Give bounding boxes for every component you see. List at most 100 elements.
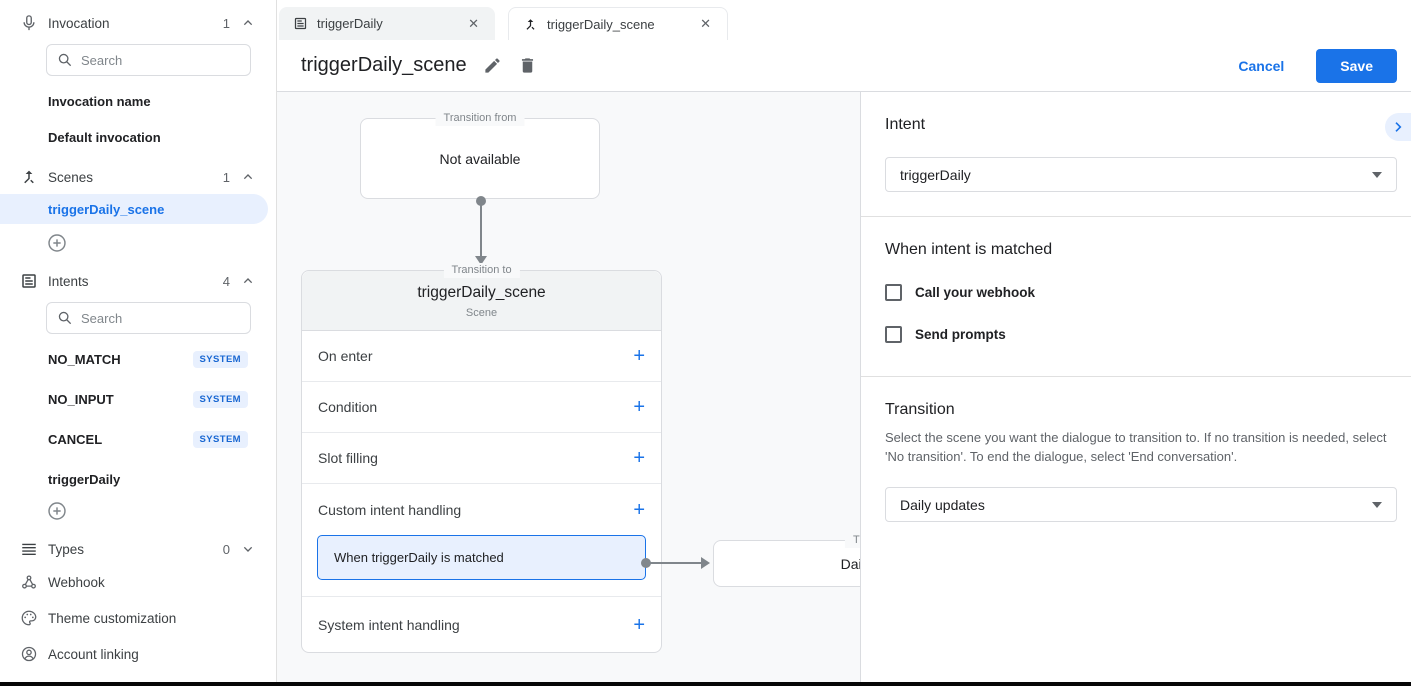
add-intent-button[interactable] xyxy=(0,494,276,528)
search-icon xyxy=(57,310,73,326)
scene-row-condition[interactable]: Condition + xyxy=(302,382,661,433)
section-count: 0 xyxy=(222,541,230,557)
dropdown-caret-icon xyxy=(1372,171,1382,178)
collapse-panel-button[interactable] xyxy=(1385,113,1411,141)
chevron-up-icon[interactable] xyxy=(240,273,256,289)
sidebar-item-invocation-name[interactable]: Invocation name xyxy=(48,93,151,109)
webhook-icon xyxy=(20,573,38,591)
send-prompts-checkbox-row[interactable]: Send prompts xyxy=(885,326,1397,343)
intent-icon xyxy=(293,16,308,31)
intent-select-value: triggerDaily xyxy=(900,166,971,183)
window-bottom-edge xyxy=(0,682,1411,686)
close-icon[interactable]: ✕ xyxy=(468,15,479,31)
transition-target-text: Daily updates xyxy=(840,555,860,572)
transition-target-box: Transition to Daily updates xyxy=(713,533,860,587)
section-label: Scenes xyxy=(48,169,94,185)
sidebar-item-no-input[interactable]: NO_INPUT SYSTEM xyxy=(0,384,276,414)
sidebar-section-scenes[interactable]: Scenes 1 xyxy=(0,162,276,192)
plus-icon[interactable]: + xyxy=(633,345,645,367)
intent-section: Intent triggerDaily xyxy=(861,92,1411,216)
system-badge: SYSTEM xyxy=(192,350,248,368)
close-icon[interactable]: ✕ xyxy=(700,16,711,31)
transition-from-text: Not available xyxy=(439,150,521,167)
transition-from-box: Transition from Not available xyxy=(360,111,600,199)
plus-icon[interactable]: + xyxy=(633,613,645,636)
matched-heading: When intent is matched xyxy=(885,241,1053,258)
connector-line xyxy=(480,201,482,258)
checkbox-label: Call your webhook xyxy=(915,285,1036,300)
scene-row-slot-filling[interactable]: Slot filling + xyxy=(302,433,661,484)
chevron-up-icon[interactable] xyxy=(240,169,256,185)
intents-search[interactable] xyxy=(46,302,251,334)
custom-intent-children: When triggerDaily is matched xyxy=(302,535,661,597)
section-count: 1 xyxy=(222,15,230,31)
plus-icon[interactable]: + xyxy=(633,447,645,469)
pencil-icon[interactable] xyxy=(483,56,502,75)
palette-icon xyxy=(20,609,38,627)
when-intent-matched-section: When intent is matched Call your webhook… xyxy=(861,217,1411,376)
dropdown-caret-icon xyxy=(1372,501,1382,508)
plus-circle-icon xyxy=(46,232,68,254)
sidebar-item-default-invocation[interactable]: Default invocation xyxy=(48,129,161,145)
plus-circle-icon xyxy=(46,500,68,522)
sidebar-item-cancel-intent[interactable]: CANCEL SYSTEM xyxy=(0,424,276,454)
scene-card-subtitle: Scene xyxy=(465,307,498,319)
scene-flow-canvas[interactable]: Transition from Not available Transition… xyxy=(277,92,860,686)
sidebar-item-triggerdaily-scene[interactable]: triggerDaily_scene xyxy=(0,194,268,224)
tab-label: triggerDaily_scene xyxy=(547,16,655,32)
section-label: Types xyxy=(48,541,85,557)
cancel-button[interactable]: Cancel xyxy=(1238,57,1285,74)
scene-card-header: triggerDaily_scene Scene xyxy=(302,271,661,331)
checkbox[interactable] xyxy=(885,284,902,301)
scene-row-system-intent-handling[interactable]: System intent handling + xyxy=(318,613,645,636)
intents-search-input[interactable] xyxy=(81,310,221,326)
call-webhook-checkbox-row[interactable]: Call your webhook xyxy=(885,284,1397,301)
plus-icon[interactable]: + xyxy=(633,396,645,418)
invocation-search[interactable] xyxy=(46,44,251,76)
tab-triggerdaily-scene[interactable]: triggerDaily_scene ✕ xyxy=(508,7,728,40)
sidebar-item-triggerdaily-intent[interactable]: triggerDaily xyxy=(48,471,121,487)
chevron-up-icon[interactable] xyxy=(240,15,256,31)
intent-detail-panel: Intent triggerDaily When intent is match… xyxy=(860,92,1411,686)
matched-intent-handler[interactable]: When triggerDaily is matched xyxy=(317,535,646,580)
sidebar-section-invocation[interactable]: Invocation 1 xyxy=(0,8,276,38)
sidebar: Invocation 1 Invocation name Default inv… xyxy=(0,0,277,686)
checkbox[interactable] xyxy=(885,326,902,343)
intent-heading: Intent xyxy=(885,116,926,133)
scene-row-on-enter[interactable]: On enter + xyxy=(302,331,661,382)
connector-line xyxy=(648,562,701,564)
transition-select-value: Daily updates xyxy=(900,496,985,513)
scene-row-custom-intent-handling[interactable]: Custom intent handling + xyxy=(318,498,645,521)
mic-icon xyxy=(20,14,38,32)
save-button[interactable]: Save xyxy=(1316,48,1397,83)
add-scene-button[interactable] xyxy=(0,226,276,260)
sidebar-item-theme-customization[interactable]: Theme customization xyxy=(0,600,276,636)
section-count: 4 xyxy=(222,273,230,289)
section-label: Intents xyxy=(48,273,89,289)
tab-bar: triggerDaily ✕ triggerDaily_scene ✕ xyxy=(277,0,1411,40)
checkbox-label: Send prompts xyxy=(915,327,1006,342)
divider xyxy=(861,216,1411,217)
intent-select[interactable]: triggerDaily xyxy=(885,157,1397,192)
trash-icon[interactable] xyxy=(518,56,537,75)
sidebar-item-webhook[interactable]: Webhook xyxy=(0,564,276,600)
tab-triggerdaily[interactable]: triggerDaily ✕ xyxy=(279,7,495,40)
sidebar-section-types[interactable]: Types 0 xyxy=(0,534,276,564)
types-icon xyxy=(20,540,38,558)
section-label: Invocation xyxy=(48,15,110,31)
arrow-down-icon xyxy=(475,256,487,265)
plus-icon[interactable]: + xyxy=(633,498,645,521)
invocation-search-input[interactable] xyxy=(81,52,221,68)
transition-select[interactable]: Daily updates xyxy=(885,487,1397,522)
transition-heading: Transition xyxy=(885,401,955,418)
scene-icon xyxy=(523,17,538,32)
chevron-down-icon[interactable] xyxy=(240,541,256,557)
sidebar-item-no-match[interactable]: NO_MATCH SYSTEM xyxy=(0,344,276,374)
connector-dot xyxy=(476,196,486,206)
box-legend: Transition to xyxy=(443,263,520,278)
sidebar-item-account-linking[interactable]: Account linking xyxy=(0,636,276,672)
scene-icon xyxy=(20,168,38,186)
sidebar-section-intents[interactable]: Intents 4 xyxy=(0,266,276,296)
page-title: triggerDaily_scene xyxy=(301,54,467,76)
